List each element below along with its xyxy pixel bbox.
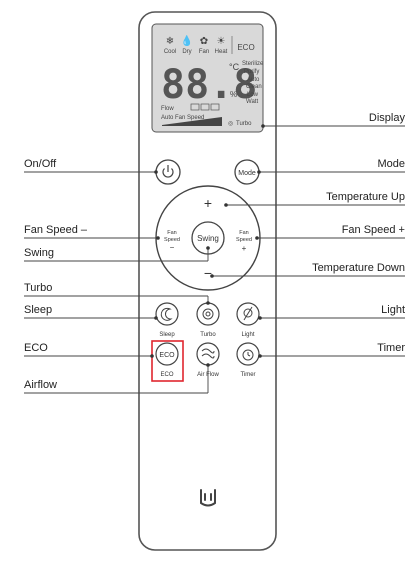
fan-speed-minus-line2: Speed: [164, 237, 180, 243]
cool-icon: ❄: [166, 36, 174, 47]
lcd-flow: Flow: [161, 106, 174, 112]
lcd-display: ❄ 💧 ✿ ☀ Cool Dry Fan Heat ECO 88.8 °C % …: [151, 23, 264, 133]
eco-highlight-box: [151, 340, 184, 382]
swing-button-label: Swing: [197, 234, 219, 243]
turbo-button[interactable]: [196, 302, 220, 326]
heat-icon: ☀: [217, 36, 226, 47]
temp-down-button[interactable]: −: [204, 265, 212, 281]
lcd-auto: Auto: [247, 77, 260, 83]
clock-icon: [242, 349, 254, 361]
eco-button-label: ECO: [159, 352, 175, 359]
callout-fan-speed-plus: Fan Speed +: [341, 224, 405, 236]
mode-button-label: Mode: [238, 170, 256, 177]
callout-fan-speed-minus: Fan Speed –: [24, 224, 87, 236]
lcd-watt: Watt: [246, 99, 258, 105]
callout-on-off: On/Off: [24, 158, 57, 170]
flow-icon-2: [200, 103, 210, 111]
fan-speed-minus-sign: −: [170, 243, 175, 252]
callout-mode: Mode: [377, 158, 405, 170]
bulb-icon: [243, 308, 253, 318]
lcd-turbo-icon: ◎: [228, 121, 233, 127]
lcd-digits: 88.8: [161, 62, 257, 108]
lcd-turbo: Turbo: [236, 121, 252, 127]
mode-cool-label: Cool: [164, 49, 176, 55]
timer-caption: Timer: [240, 372, 255, 378]
callout-airflow: Airflow: [24, 379, 58, 391]
lcd-purify: Purify: [244, 69, 259, 75]
turbo-swirl-icon: [202, 308, 214, 320]
mode-dry-label: Dry: [182, 49, 191, 55]
callout-swing: Swing: [24, 247, 54, 259]
temp-up-button[interactable]: +: [204, 195, 212, 211]
callout-temperature-down: Temperature Down: [312, 262, 405, 274]
leader-lines: [24, 125, 405, 394]
callout-sleep: Sleep: [24, 304, 53, 316]
fan-speed-plus-line2: Speed: [236, 237, 252, 243]
brand-logo-icon: [200, 489, 216, 507]
lcd-eco-label: ECO: [237, 43, 254, 52]
mode-fan-label: Fan: [199, 49, 209, 55]
flow-icon-3: [210, 103, 220, 111]
dry-icon: 💧: [181, 34, 193, 47]
fan-speed-plus-button[interactable]: Fan Speed +: [236, 230, 252, 253]
fan-speed-plus-sign: +: [242, 244, 247, 253]
callout-display: Display: [368, 112, 405, 124]
lcd-sterilize: Sterilize: [242, 61, 264, 67]
callout-light: Light: [381, 304, 405, 316]
fan-speed-minus-button[interactable]: Fan Speed −: [164, 230, 180, 252]
lcd-auto-fan-speed: Auto Fan Speed: [161, 115, 204, 121]
sleep-caption: Sleep: [159, 332, 175, 338]
power-icon: [162, 168, 174, 178]
lcd-degree-unit: °C: [229, 62, 240, 72]
eco-caption: ECO: [160, 372, 173, 378]
air-flow-icon: [201, 348, 215, 359]
callout-eco: ECO: [24, 342, 48, 354]
lcd-percent: %: [230, 90, 237, 99]
sleep-button[interactable]: [155, 302, 179, 326]
leader-dots: [150, 124, 265, 367]
eco-button[interactable]: [155, 342, 179, 366]
callout-timer: Timer: [377, 342, 405, 354]
flow-icon-1: [190, 103, 200, 111]
fan-speed-minus-line1: Fan: [167, 230, 176, 236]
lcd-low: Low: [247, 92, 259, 98]
callout-temperature-up: Temperature Up: [326, 191, 405, 203]
turbo-caption: Turbo: [200, 332, 216, 338]
callout-turbo: Turbo: [24, 282, 53, 294]
fan-speed-bar: [162, 117, 222, 126]
mode-heat-label: Heat: [215, 49, 228, 55]
fan-speed-plus-line1: Fan: [239, 230, 248, 236]
lcd-clean: Clean: [246, 84, 262, 90]
light-caption: Light: [241, 332, 254, 338]
moon-icon: [160, 307, 173, 321]
fan-icon: ✿: [200, 36, 208, 47]
